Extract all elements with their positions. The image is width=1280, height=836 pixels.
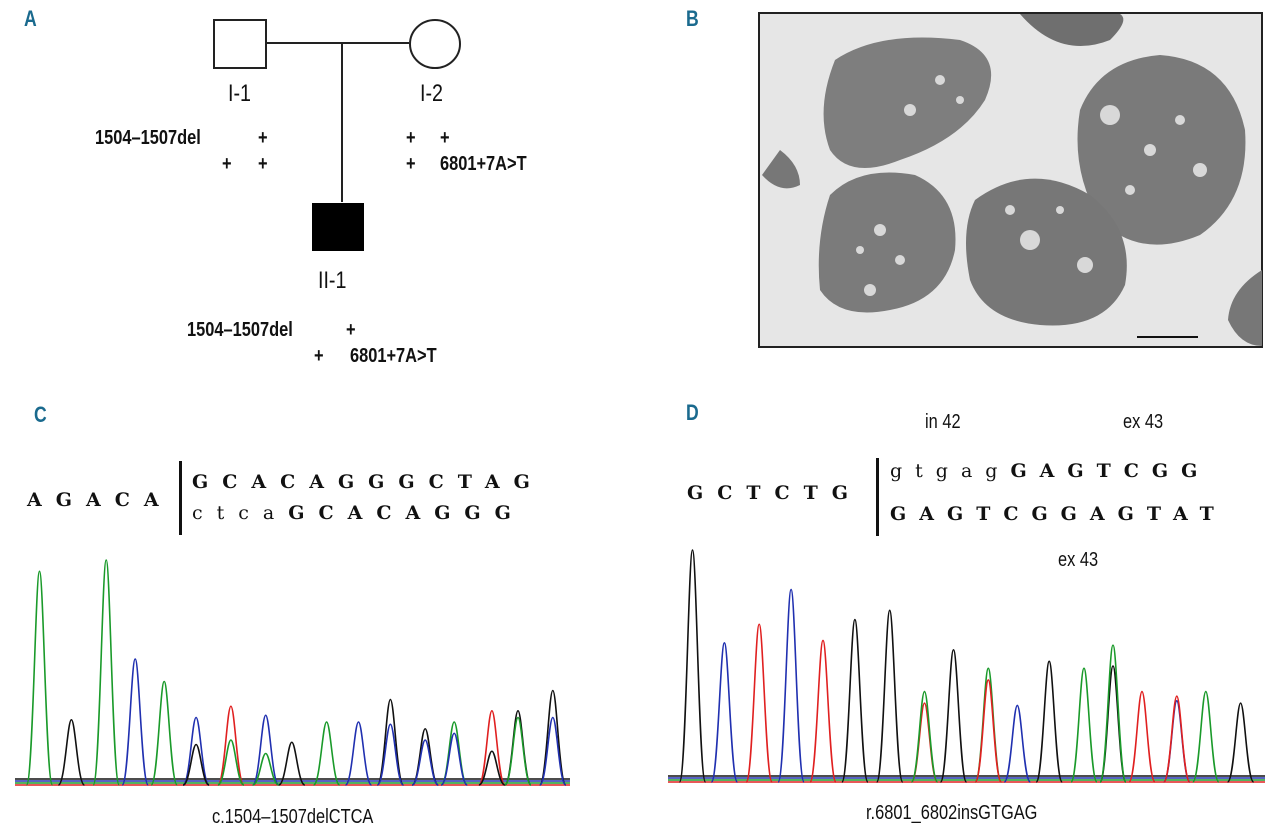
chromatogram-peak-G xyxy=(1226,702,1255,783)
chromatogram-peak-G xyxy=(1035,660,1063,783)
chromatogram-peak-C xyxy=(251,714,280,786)
chromatogram-peak-A xyxy=(25,570,54,786)
chromatogram-peak-G xyxy=(278,741,306,786)
chromatogram-peak-G xyxy=(57,718,86,786)
chromatogram-peak-A xyxy=(252,752,280,786)
chromatogram-peak-A xyxy=(974,667,1003,783)
sequence-d-row2: GAGTCGGAGTAT xyxy=(890,503,1227,525)
genotype-ii1-a1b: + xyxy=(346,319,356,341)
chromatogram-peak-T xyxy=(478,709,506,786)
chromatogram-peak-A xyxy=(312,721,341,786)
sequence-c-row2-exon: GCACAGGG xyxy=(288,502,525,524)
sequence-c-row2: ctcaGCACAGGG xyxy=(192,502,525,524)
chromatogram-peak-G xyxy=(478,750,506,786)
pedigree-male-i1 xyxy=(213,19,267,69)
junction-bar-c xyxy=(179,461,182,535)
chromatogram-peak-T xyxy=(809,639,837,783)
pedigree-female-i2 xyxy=(409,19,461,69)
chromatogram-peak-A xyxy=(1099,644,1127,783)
chromatogram-peak-G xyxy=(1099,665,1127,783)
chromatogram-peak-G xyxy=(504,709,532,786)
sequence-c-row1: GCACAGGGCTAG xyxy=(192,471,544,493)
sequence-c-row2-deleted: ctca xyxy=(192,502,289,524)
label-exon-43-top: ex 43 xyxy=(1123,411,1164,433)
chromatogram-peak-T xyxy=(1128,690,1156,783)
genotype-ii1-a2b: 6801+7A>T xyxy=(350,345,437,367)
chromatogram-peak-C xyxy=(440,732,468,786)
sequence-d-left: GCTCTG xyxy=(687,482,862,504)
chromatogram-peak-C xyxy=(1003,704,1032,783)
genotype-i2-a2b: 6801+7A>T xyxy=(440,153,527,175)
caption-c: c.1504–1507delCTCA xyxy=(212,806,374,828)
chromatogram-peak-C xyxy=(710,641,739,783)
genotype-i2-a1b: + xyxy=(440,127,450,149)
label-i2: I-2 xyxy=(420,80,443,107)
chromatogram-peak-C xyxy=(344,721,373,786)
label-ii1: II-1 xyxy=(318,267,347,294)
chromatogram-peak-G xyxy=(411,727,439,786)
chromatogram-peak-A xyxy=(217,739,245,786)
chromatogram-peak-A xyxy=(440,721,468,786)
panel-label-b: B xyxy=(686,6,699,31)
genotype-ii1-a2: + xyxy=(314,345,324,367)
chromatogram-peak-A xyxy=(1192,690,1220,783)
genotype-i2-a1: + xyxy=(406,127,416,149)
label-intron-42: in 42 xyxy=(925,411,961,433)
genotype-i1-a1b: + xyxy=(258,127,268,149)
label-exon-43-bottom: ex 43 xyxy=(1058,549,1099,571)
genotype-ii1-a1: 1504–1507del xyxy=(187,319,293,341)
panel-label-c: C xyxy=(34,402,47,427)
chromatogram-peak-C xyxy=(411,739,439,786)
junction-bar-d xyxy=(876,458,879,536)
chromatogram-peak-A xyxy=(1070,667,1098,783)
genotype-i1-a1: 1504–1507del xyxy=(95,127,201,149)
chromatogram-peak-A xyxy=(910,690,939,783)
chromatogram-peak-A xyxy=(504,716,532,786)
chromatogram-peak-G xyxy=(939,648,968,783)
chromatogram-peak-A xyxy=(92,559,120,786)
sequence-d-row1: gtgagGAGTCGG xyxy=(890,460,1210,482)
genotype-i2-a2: + xyxy=(406,153,416,175)
sequence-d-row1-exon: GAGTCGG xyxy=(1010,460,1211,482)
chromatogram-peak-G xyxy=(678,549,707,783)
pedigree-diagram xyxy=(213,19,461,251)
chromatogram-peak-G xyxy=(376,698,405,786)
chromatogram-peak-C xyxy=(121,658,149,786)
chromatogram-peak-C xyxy=(539,716,567,786)
chromatogram-peak-T xyxy=(217,705,245,786)
chromatogram-peak-C xyxy=(777,588,805,783)
chromatogram-peak-T xyxy=(910,702,939,783)
chromatogram-peak-T xyxy=(745,623,773,783)
label-i1: I-1 xyxy=(228,80,251,107)
chromatogram-peak-C xyxy=(182,716,210,786)
genotype-i1-a2b: + xyxy=(258,153,268,175)
chromatogram-peak-T xyxy=(974,679,1003,783)
panel-label-a: A xyxy=(24,6,37,31)
genotype-i1-a2: + xyxy=(222,153,232,175)
chromatogram-peak-G xyxy=(841,618,869,783)
chromatogram-peak-T xyxy=(1163,695,1191,783)
sequence-d-row1-insert: gtgag xyxy=(890,460,1011,482)
chromatogram-peak-C xyxy=(376,723,405,786)
pedigree-affected-male-ii1 xyxy=(312,203,364,251)
chromatogram-peak-A xyxy=(150,680,178,786)
chromatogram-peak-G xyxy=(875,609,904,783)
panel-label-d: D xyxy=(686,400,699,425)
chromatogram-peak-G xyxy=(539,689,567,786)
chromatogram-peak-C xyxy=(1163,699,1191,783)
chromatogram-peak-G xyxy=(182,743,210,786)
sequence-c-left: AGACA xyxy=(27,489,173,511)
caption-d: r.6801_6802insGTGAG xyxy=(866,802,1038,824)
